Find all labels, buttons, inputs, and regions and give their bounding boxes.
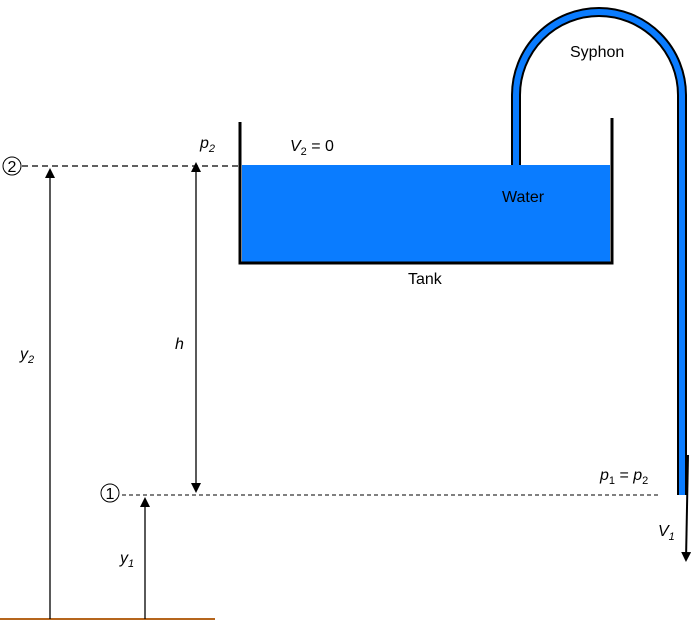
- y1-label: y1: [119, 550, 134, 570]
- tank-water: [242, 165, 610, 262]
- point-2-label: 2: [8, 159, 17, 176]
- y2-label: y2: [19, 346, 34, 366]
- h-label: h: [175, 336, 184, 353]
- point-1-label: 1: [106, 486, 115, 503]
- v1-label: V1: [658, 523, 675, 543]
- point-1-circle: [100, 483, 120, 503]
- tank-outline: [238, 118, 614, 265]
- point-2-circle: [2, 156, 22, 176]
- v1-arrow: [681, 454, 692, 562]
- syphon-label: Syphon: [570, 44, 624, 61]
- p1-eq-p2-label: p1 = p2: [599, 467, 648, 487]
- syphon-tube-outline: [511, 7, 687, 495]
- v2-label: V2 = 0: [290, 138, 334, 158]
- water-label: Water: [502, 189, 545, 206]
- p2-label: p2: [199, 135, 215, 155]
- tank-label: Tank: [408, 271, 443, 288]
